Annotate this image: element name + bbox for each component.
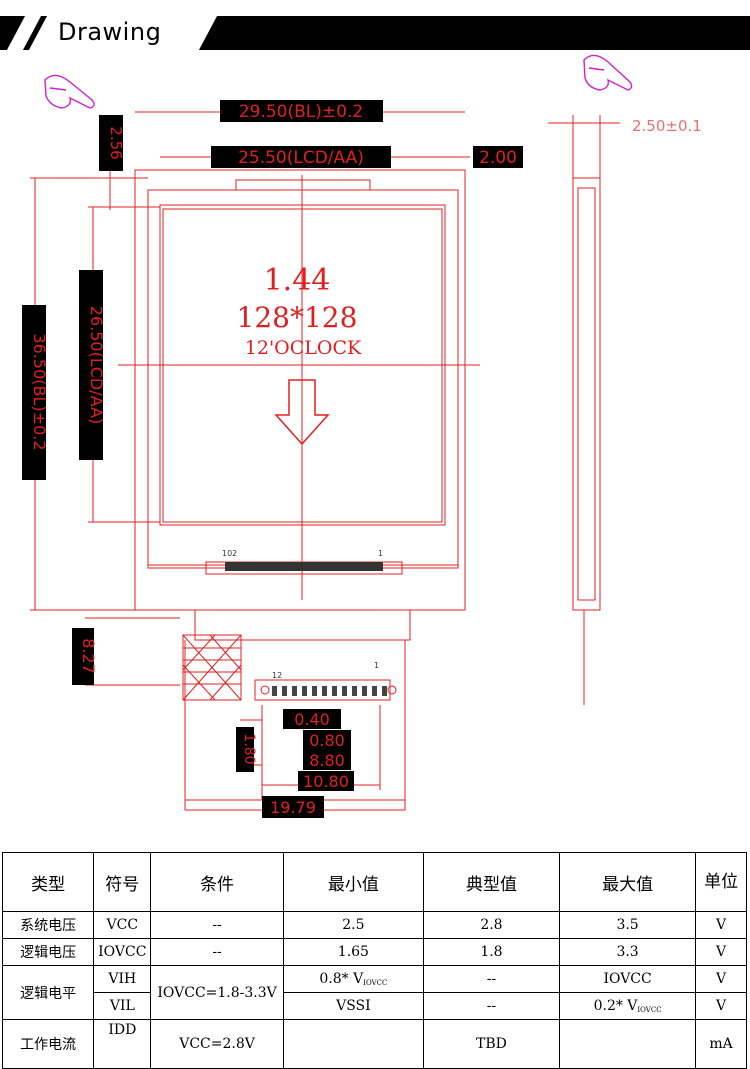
cell-typ: -- [422, 965, 560, 993]
cell-symbol: IDD [93, 1019, 152, 1069]
resolution-label: 128*128 [237, 301, 358, 334]
col-condition: 条件 [150, 852, 284, 912]
cell-symbol: VIL [93, 992, 152, 1020]
screen-size-label: 1.44 [264, 263, 331, 298]
dim-bl-height: 36.50(BL)±0.2 [30, 333, 49, 450]
cell-min: 0.8* VIOVCC [282, 965, 424, 993]
cell-typ: 1.8 [422, 938, 560, 966]
table-row: 工作电流 IDD VCC=2.8V TBD mA [1, 1019, 747, 1069]
col-type: 类型 [1, 852, 95, 912]
dim-pitch: 0.40 [294, 710, 330, 729]
backlight-outline [147, 189, 459, 569]
technical-drawing: 1.44 128*128 12'OCLOCK 102 1 12 1 29.50(… [22, 54, 702, 818]
orientation-label: 12'OCLOCK [245, 337, 362, 359]
pointing-hand-icon [44, 74, 95, 109]
cell-condition: -- [150, 938, 284, 966]
cell-symbol: VIH [93, 965, 152, 993]
fpc-pin-left: 12 [272, 671, 282, 680]
pin-strip [225, 562, 383, 571]
cell-max: 0.2* VIOVCC [558, 992, 697, 1020]
dim-offset-right: 2.00 [479, 148, 517, 168]
dim-fpc-length: 8.27 [79, 638, 98, 674]
pin-label-right: 1 [378, 549, 383, 558]
cell-symbol: IOVCC [93, 938, 152, 966]
dim-1080: 10.80 [303, 772, 349, 791]
table-row: 系统电压 VCC -- 2.5 2.8 3.5 V [1, 911, 747, 939]
cell-condition: IOVCC=1.8-3.3V [150, 965, 284, 1020]
cell-max: 3.3 [558, 938, 697, 966]
cell-max: 3.5 [558, 911, 697, 939]
cell-condition: VCC=2.8V [150, 1019, 284, 1069]
table-header-row: 类型 符号 条件 最小值 典型值 最大值 单位 [1, 852, 747, 912]
cell-unit: V [695, 938, 747, 966]
pin-label-left: 102 [222, 549, 237, 558]
cell-type: 工作电流 [1, 1019, 95, 1069]
cell-min: VSSI [282, 992, 424, 1020]
col-min: 最小值 [282, 852, 424, 912]
cell-max: IOVCC [558, 965, 697, 993]
section-title: Drawing [58, 18, 162, 46]
pointing-hand-icon [583, 54, 633, 91]
cell-typ: -- [422, 992, 560, 1020]
cell-unit: V [695, 992, 747, 1020]
cell-type: 逻辑电平 [1, 965, 95, 1020]
col-unit: 单位 [695, 852, 747, 912]
cell-unit: V [695, 911, 747, 939]
cell-min: 2.5 [282, 911, 424, 939]
cell-min [282, 1019, 424, 1069]
cell-unit: V [695, 965, 747, 993]
cell-symbol: VCC [93, 911, 152, 939]
cell-min: 1.65 [282, 938, 424, 966]
dim-top-offset: 2.56 [107, 126, 125, 159]
col-max: 最大值 [558, 852, 697, 912]
col-symbol: 符号 [93, 852, 152, 912]
section-header: Drawing [0, 16, 750, 50]
dim-lcd-height: 26.50(LCD/AA) [87, 306, 106, 424]
table-row: 逻辑电压 IOVCC -- 1.65 1.8 3.3 V [1, 938, 747, 966]
dim-bl-width: 29.50(BL)±0.2 [239, 102, 363, 122]
cell-condition: -- [150, 911, 284, 939]
fpc-pin-right: 1 [374, 661, 379, 670]
dim-thickness: 2.50±0.1 [632, 117, 702, 135]
dim-180: 1.80 [241, 733, 257, 764]
cell-type: 逻辑电压 [1, 938, 95, 966]
dim-080: 0.80 [309, 731, 345, 750]
dim-880: 8.80 [309, 751, 345, 770]
cell-typ: TBD [422, 1019, 560, 1069]
spec-table: 类型 符号 条件 最小值 典型值 最大值 单位 系统电压 VCC -- 2.5 … [1, 852, 747, 1069]
dim-1979: 19.79 [270, 798, 316, 817]
cell-unit: mA [695, 1019, 747, 1069]
col-typ: 典型值 [422, 852, 560, 912]
table-row: 逻辑电平 VIH IOVCC=1.8-3.3V 0.8* VIOVCC -- I… [1, 965, 747, 1020]
dim-lcd-width: 25.50(LCD/AA) [238, 148, 364, 168]
cell-type: 系统电压 [1, 911, 95, 939]
cell-typ: 2.8 [422, 911, 560, 939]
cell-max [558, 1019, 697, 1069]
table-row: VIL VSSI -- 0.2* VIOVCC V [3, 992, 747, 1020]
